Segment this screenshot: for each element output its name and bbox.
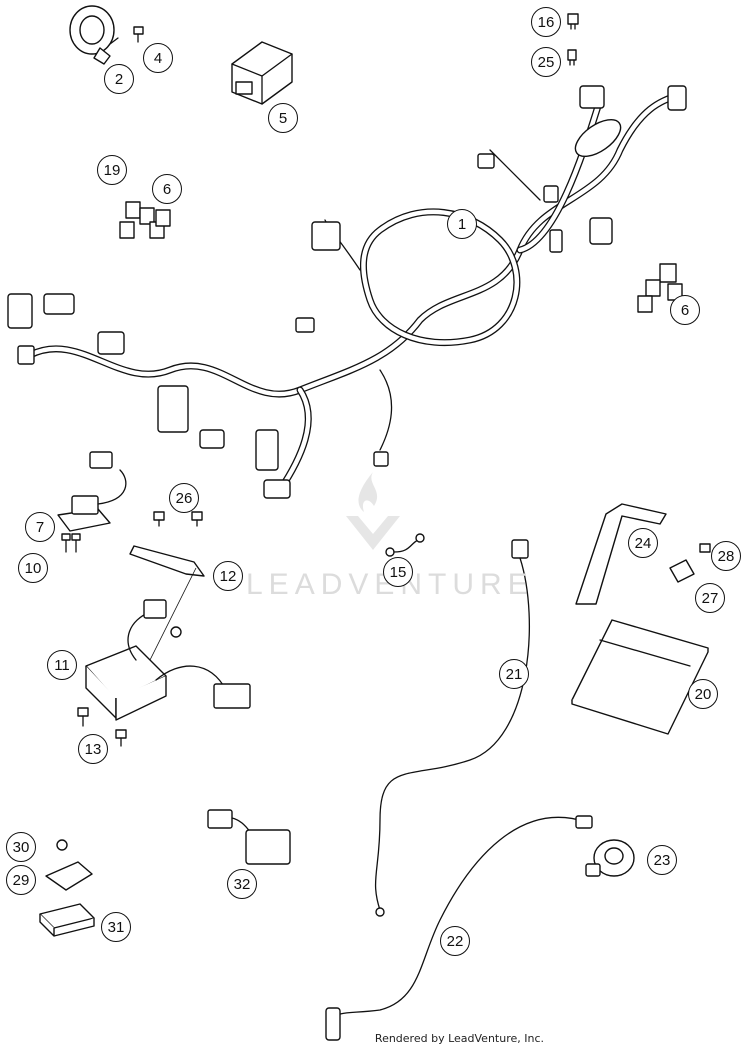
callout-21[interactable]: 21 <box>499 659 529 689</box>
render-credit: Rendered by LeadVenture, Inc. <box>374 1032 544 1045</box>
part-11-regulator <box>85 599 251 721</box>
part-15-ground-strap <box>385 533 425 557</box>
callout-4[interactable]: 4 <box>143 43 173 73</box>
part-7-sensor <box>57 451 127 532</box>
part-10-screws <box>61 533 81 553</box>
callout-30[interactable]: 30 <box>6 832 36 862</box>
callout-6-right[interactable]: 6 <box>670 295 700 325</box>
callout-20[interactable]: 20 <box>688 679 718 709</box>
callout-2[interactable]: 2 <box>104 64 134 94</box>
part-2-horn <box>69 5 119 65</box>
callout-28[interactable]: 28 <box>711 541 741 571</box>
part-4-bolt <box>133 26 144 43</box>
part-25-fuse <box>567 49 577 66</box>
part-21-cable <box>374 539 531 917</box>
part-32-flasher <box>207 809 291 865</box>
callout-1[interactable]: 1 <box>447 209 477 239</box>
leadventure-logo <box>338 466 408 561</box>
part-1-main-harness <box>7 85 687 499</box>
part-31-module <box>39 903 95 937</box>
part-23-horn <box>585 839 635 877</box>
callout-15[interactable]: 15 <box>383 557 413 587</box>
part-29-bracket <box>45 861 93 891</box>
callout-19[interactable]: 19 <box>97 155 127 185</box>
callout-32[interactable]: 32 <box>227 869 257 899</box>
part-26-screws <box>153 511 203 527</box>
callout-22[interactable]: 22 <box>440 926 470 956</box>
callout-25[interactable]: 25 <box>531 47 561 77</box>
callout-10[interactable]: 10 <box>18 553 48 583</box>
callout-12[interactable]: 12 <box>213 561 243 591</box>
part-30-nut <box>56 839 68 851</box>
callout-7[interactable]: 7 <box>25 512 55 542</box>
callout-11[interactable]: 11 <box>47 650 77 680</box>
callout-16[interactable]: 16 <box>531 7 561 37</box>
callout-24[interactable]: 24 <box>628 528 658 558</box>
part-19-fuse-group <box>119 201 171 239</box>
part-16-fuse <box>567 13 579 30</box>
part-27-clip <box>669 559 695 583</box>
part-24-battery-holder <box>575 503 667 605</box>
callout-5[interactable]: 5 <box>268 103 298 133</box>
part-20-battery <box>571 619 709 735</box>
callout-29[interactable]: 29 <box>6 865 36 895</box>
callout-31[interactable]: 31 <box>101 912 131 942</box>
part-13-screws <box>77 707 127 747</box>
part-22-cable <box>325 815 593 1041</box>
callout-27[interactable]: 27 <box>695 583 725 613</box>
callout-6-left[interactable]: 6 <box>152 174 182 204</box>
callout-23[interactable]: 23 <box>647 845 677 875</box>
part-28-screw <box>699 543 711 553</box>
callout-13[interactable]: 13 <box>78 734 108 764</box>
part-5-relay <box>231 41 293 105</box>
callout-26[interactable]: 26 <box>169 483 199 513</box>
part-6-fuse-group <box>637 263 683 313</box>
